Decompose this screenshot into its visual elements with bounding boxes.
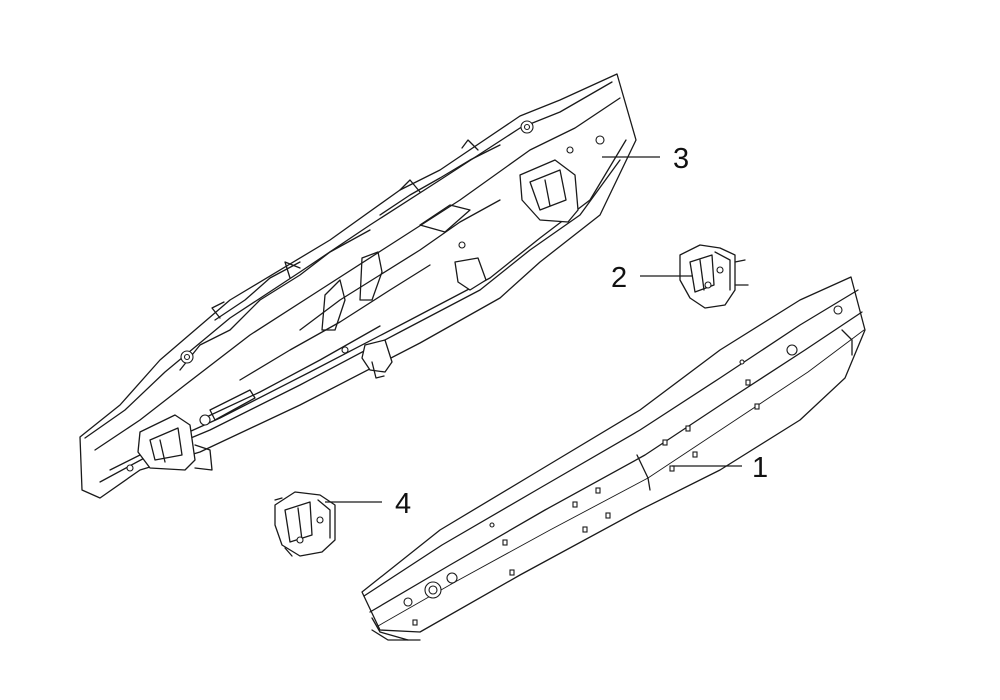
part-bracket-right bbox=[679, 244, 749, 309]
callout-3: 3 bbox=[673, 143, 689, 175]
part-rear-crossmember bbox=[79, 73, 637, 499]
callout-2: 2 bbox=[611, 262, 627, 294]
callout-4: 4 bbox=[395, 488, 411, 520]
part-bracket-left bbox=[274, 491, 336, 557]
part-bumper-beam bbox=[361, 276, 866, 641]
callout-1: 1 bbox=[752, 452, 768, 484]
